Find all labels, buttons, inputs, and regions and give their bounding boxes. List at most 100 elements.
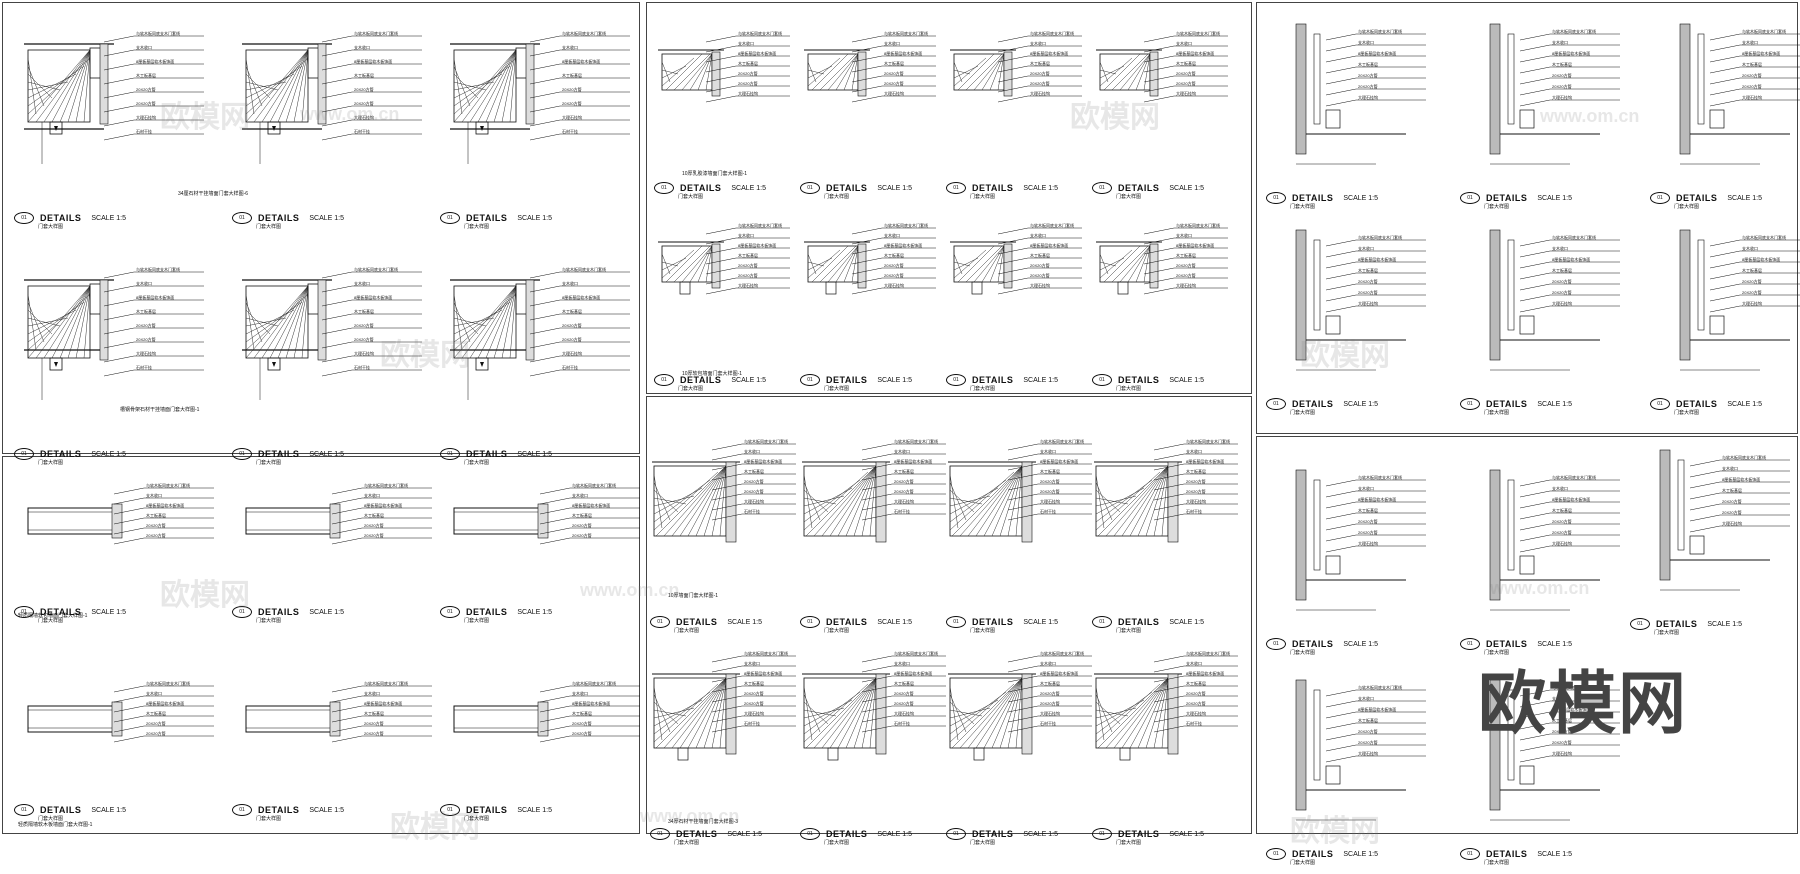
- svg-text:支木收口: 支木收口: [354, 280, 370, 286]
- detail-number-circle: 01: [440, 448, 460, 460]
- row-note-p1-2: 槽钢骨架石材干挂墙面门套大样图-1: [120, 407, 200, 413]
- svg-text:支木收口: 支木收口: [572, 690, 588, 696]
- svg-text:8厘板基层软木板饰面: 8厘板基层软木板饰面: [1358, 256, 1396, 262]
- detail-drawing-svg: 与软木板同底支木门套线支木收口8厘板基层软木板饰面木工板基层20X20方管20X…: [1659, 449, 1790, 591]
- svg-text:大理石挂钩: 大理石挂钩: [1186, 498, 1206, 504]
- detail-number-circle: 01: [232, 212, 252, 224]
- svg-text:与软木板同底支木门套线: 与软木板同底支木门套线: [738, 222, 782, 228]
- svg-text:大理石挂钩: 大理石挂钩: [1358, 750, 1378, 756]
- detail-number-circle: 01: [1460, 848, 1480, 860]
- detail-drawing-svg: 与软木板同底支木门套线支木收口8厘板基层软木板饰面木工板基层20X20方管20X…: [1679, 229, 1800, 371]
- svg-text:20X20方管: 20X20方管: [562, 336, 582, 342]
- svg-text:支木收口: 支木收口: [1030, 40, 1046, 46]
- svg-text:石材干挂: 石材干挂: [744, 720, 760, 726]
- svg-text:8厘板基层软木板饰面: 8厘板基层软木板饰面: [572, 700, 610, 706]
- svg-text:20X20方管: 20X20方管: [1358, 728, 1378, 734]
- svg-text:与软木板同底支木门套线: 与软木板同底支木门套线: [1552, 28, 1596, 34]
- svg-text:木工板基层: 木工板基层: [1358, 267, 1378, 273]
- svg-text:20X20方管: 20X20方管: [1552, 289, 1572, 295]
- svg-text:20X20方管: 20X20方管: [1186, 488, 1206, 494]
- svg-text:木工板基层: 木工板基层: [354, 72, 374, 78]
- detail-subtitle: 门套大样图: [1290, 860, 1316, 866]
- detail-title: DETAILS: [826, 375, 868, 385]
- svg-text:支木收口: 支木收口: [1358, 245, 1374, 251]
- detail-subtitle: 门套大样图: [464, 224, 490, 230]
- svg-text:20X20方管: 20X20方管: [884, 70, 904, 76]
- svg-text:与软木板同底支木门套线: 与软木板同底支木门套线: [1186, 438, 1230, 444]
- svg-text:8厘板基层软木板饰面: 8厘板基层软木板饰面: [894, 458, 932, 464]
- detail-scale: SCALE 1:5: [727, 618, 762, 626]
- detail-subtitle: 门套大样图: [824, 386, 850, 392]
- svg-text:8厘板基层软木板饰面: 8厘板基层软木板饰面: [1040, 458, 1078, 464]
- detail-number-circle: 01: [946, 828, 966, 840]
- svg-text:木工板基层: 木工板基层: [738, 252, 758, 258]
- detail-title: DETAILS: [466, 607, 508, 617]
- detail-subtitle: 门套大样图: [824, 840, 850, 846]
- detail-drawing-svg: 与软木板同底支木门套线支木收口8厘板基层软木板饰面木工板基层20X20方管20X…: [1489, 679, 1620, 821]
- detail-drawing-svg: 与软木板同底支木门套线支木收口8厘板基层软木板饰面木工板基层20X20方管20X…: [1295, 229, 1426, 371]
- detail-title: DETAILS: [826, 829, 868, 839]
- detail-drawing-svg: 与软木板同底支木门套线支木收口8厘板基层软木板饰面木工板基层20X20方管20X…: [1094, 438, 1238, 543]
- svg-text:20X20方管: 20X20方管: [894, 690, 914, 696]
- svg-text:支木收口: 支木收口: [1722, 465, 1738, 471]
- detail-number-circle: 01: [1650, 192, 1670, 204]
- svg-text:支木收口: 支木收口: [146, 492, 162, 498]
- detail-drawing-svg: 与软木板同底支木门套线支木收口8厘板基层软木板饰面木工板基层20X20方管20X…: [1295, 469, 1426, 611]
- detail-title: DETAILS: [40, 607, 82, 617]
- svg-text:20X20方管: 20X20方管: [562, 100, 582, 106]
- svg-text:大理石挂钩: 大理石挂钩: [1358, 540, 1378, 546]
- detail-scale: SCALE 1:5: [731, 184, 766, 192]
- detail-subtitle: 门套大样图: [1484, 410, 1510, 416]
- svg-text:木工板基层: 木工板基层: [744, 468, 764, 474]
- svg-text:8厘板基层软木板饰面: 8厘板基层软木板饰面: [364, 700, 402, 706]
- svg-text:20X20方管: 20X20方管: [146, 730, 166, 736]
- detail-number-circle: 01: [1266, 848, 1286, 860]
- svg-text:木工板基层: 木工板基层: [364, 512, 384, 518]
- svg-text:20X20方管: 20X20方管: [572, 522, 592, 528]
- detail-scale: SCALE 1:5: [1707, 620, 1742, 628]
- detail-subtitle: 门套大样图: [38, 618, 64, 624]
- svg-text:木工板基层: 木工板基层: [1552, 507, 1572, 513]
- svg-text:木工板基层: 木工板基层: [884, 252, 904, 258]
- detail-title: DETAILS: [1292, 399, 1334, 409]
- detail-title: DETAILS: [1292, 849, 1334, 859]
- svg-text:20X20方管: 20X20方管: [572, 730, 592, 736]
- svg-text:20X20方管: 20X20方管: [354, 322, 374, 328]
- svg-text:20X20方管: 20X20方管: [1552, 728, 1572, 734]
- svg-text:支木收口: 支木收口: [1176, 40, 1192, 46]
- detail-title: DETAILS: [466, 213, 508, 223]
- svg-text:支木收口: 支木收口: [1186, 660, 1202, 666]
- svg-text:20X20方管: 20X20方管: [1030, 262, 1050, 268]
- detail-title: DETAILS: [1118, 617, 1160, 627]
- svg-text:20X20方管: 20X20方管: [744, 478, 764, 484]
- detail-scale: SCALE 1:5: [1023, 618, 1058, 626]
- svg-text:20X20方管: 20X20方管: [1358, 529, 1378, 535]
- row-note-p1-1: 34厘石材干挂墙面门套大样图-6: [178, 191, 249, 197]
- svg-text:8厘板基层软木板饰面: 8厘板基层软木板饰面: [1552, 706, 1590, 712]
- detail-scale: SCALE 1:5: [727, 830, 762, 838]
- svg-text:20X20方管: 20X20方管: [1040, 700, 1060, 706]
- panel-bottom-middle: [646, 396, 1252, 834]
- svg-text:20X20方管: 20X20方管: [1742, 289, 1762, 295]
- svg-text:与软木板同底支木门套线: 与软木板同底支木门套线: [364, 680, 408, 686]
- detail-scale: SCALE 1:5: [731, 376, 766, 384]
- svg-text:木工板基层: 木工板基层: [1030, 60, 1050, 66]
- detail-scale: SCALE 1:5: [877, 184, 912, 192]
- svg-text:木工板基层: 木工板基层: [884, 60, 904, 66]
- svg-text:与软木板同底支木门套线: 与软木板同底支木门套线: [1030, 30, 1074, 36]
- detail-number-circle: 01: [1266, 398, 1286, 410]
- detail-subtitle: 门套大样图: [1116, 386, 1142, 392]
- svg-text:木工板基层: 木工板基层: [1722, 487, 1742, 493]
- detail-scale: SCALE 1:5: [1169, 830, 1204, 838]
- svg-text:大理石挂钩: 大理石挂钩: [884, 90, 904, 96]
